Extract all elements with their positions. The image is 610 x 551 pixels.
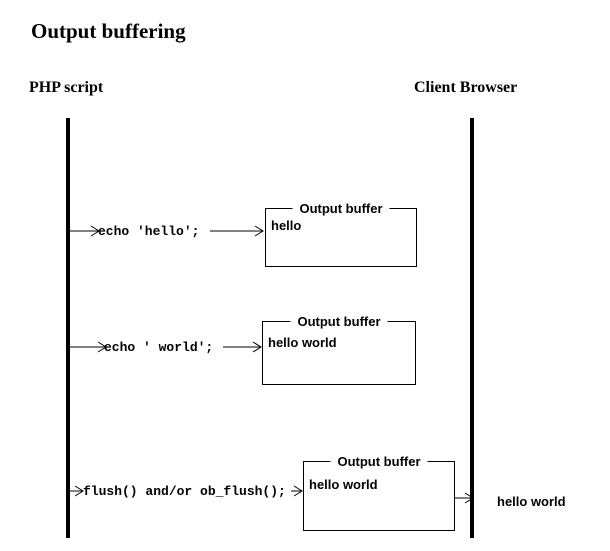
buffer-box-legend: Output buffer: [330, 454, 428, 469]
arrow-right-icon: [291, 485, 303, 497]
browser-output-text: hello world: [497, 494, 566, 509]
arrow-right-icon: [70, 225, 100, 237]
php-lifeline: [66, 118, 70, 538]
arrow-right-icon: [210, 225, 264, 237]
buffer-content: hello world: [309, 477, 378, 492]
arrow-right-icon: [70, 341, 107, 353]
code-flush: flush() and/or ob_flush();: [83, 484, 286, 499]
php-script-label: PHP script: [29, 79, 104, 96]
buffer-box-legend: Output buffer: [292, 201, 390, 216]
browser-lifeline: [470, 118, 474, 538]
buffer-content: hello: [271, 218, 302, 233]
arrow-right-icon: [70, 485, 84, 497]
page-title: Output buffering: [31, 19, 186, 43]
arrow-right-icon: [223, 341, 262, 353]
code-echo-hello: echo 'hello';: [98, 224, 200, 239]
client-browser-label: Client Browser: [414, 79, 518, 96]
buffer-box-legend: Output buffer: [290, 314, 388, 329]
buffer-box: Output buffer hello: [265, 201, 417, 267]
buffer-box: Output buffer hello world: [262, 314, 416, 385]
buffer-content: hello world: [268, 335, 337, 350]
buffer-box: Output buffer hello world: [303, 454, 455, 531]
arrow-right-icon: [454, 492, 474, 504]
code-echo-world: echo ' world';: [104, 340, 214, 355]
